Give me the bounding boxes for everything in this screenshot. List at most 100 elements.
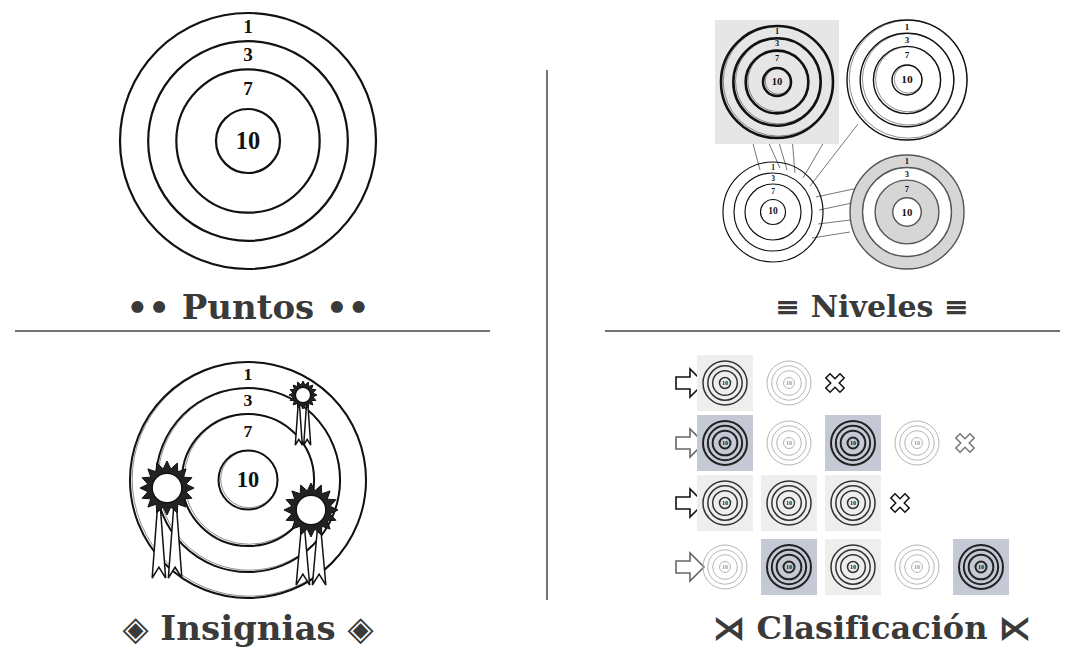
target-score: 3 (905, 35, 910, 44)
target-ring (900, 550, 934, 584)
target-ring (713, 555, 738, 580)
target-background (825, 415, 881, 471)
target-ring (841, 431, 866, 456)
sketch-ring (876, 47, 941, 112)
target-rings (697, 415, 753, 471)
target-background (697, 415, 753, 471)
sketch-ring (132, 362, 366, 596)
target-ring (772, 550, 806, 584)
target-rings (761, 475, 817, 531)
cross-symbol (886, 489, 914, 517)
divider-line (15, 330, 490, 332)
target-ring (848, 562, 859, 573)
sketch-ring (736, 39, 821, 124)
target-ring (841, 555, 866, 580)
target-ring (176, 69, 319, 212)
target-score: 7 (243, 79, 253, 98)
target-rings (767, 421, 811, 465)
target-ring (895, 421, 939, 465)
target-background (953, 539, 1009, 595)
target-rings (825, 475, 881, 531)
target-ring (720, 562, 731, 573)
badge-rosette (140, 461, 194, 578)
target-ring (767, 421, 811, 465)
target-rings (697, 475, 753, 531)
target-ring (900, 426, 934, 460)
target-ring (772, 426, 806, 460)
target-rings (850, 155, 964, 269)
target-score: 10 (772, 77, 783, 88)
target-ring (895, 545, 939, 589)
target-score: 3 (243, 46, 253, 65)
target-score: 10 (978, 564, 984, 570)
target-ring (720, 498, 731, 509)
target-ring (777, 371, 802, 396)
sketch-ring (723, 26, 833, 136)
target-ring (873, 46, 940, 113)
target-ring (708, 550, 742, 584)
target-score: 10 (237, 469, 259, 491)
target-ring (836, 550, 870, 584)
target-ring (708, 366, 742, 400)
sketch-ring (894, 65, 922, 93)
target-score: 10 (786, 564, 792, 570)
target-background (825, 475, 881, 531)
cross-symbol (951, 429, 979, 457)
target-score: 10 (914, 564, 920, 570)
target-ring (713, 371, 738, 396)
target-rings (120, 13, 376, 269)
target-ring (733, 38, 820, 125)
badge-star (289, 381, 317, 409)
target-score: 10 (786, 440, 792, 446)
target-score: 10 (902, 207, 913, 218)
target-ring (784, 438, 795, 449)
target-background (715, 20, 839, 144)
target-ring (892, 65, 922, 95)
target-ring (708, 486, 742, 520)
target-ring (784, 498, 795, 509)
target-ring (746, 51, 809, 114)
target-score: 3 (905, 170, 909, 179)
target-ring (905, 555, 930, 580)
target-ring (130, 362, 366, 598)
target-score: 1 (905, 22, 910, 31)
target-score: 1 (905, 157, 909, 166)
target-ring (713, 431, 738, 456)
cross-symbol (821, 369, 849, 397)
target-ring (703, 481, 747, 525)
section-heading: ⋊ Clasificación ⋉ (713, 612, 1030, 644)
target-ring (969, 555, 994, 580)
target-rings (825, 539, 881, 595)
target-rings (847, 20, 967, 140)
target-ring (772, 486, 806, 520)
target-rings (767, 361, 811, 405)
target-ring (721, 26, 833, 138)
target-background (697, 355, 753, 411)
target-score: 7 (905, 184, 909, 193)
target-ring (959, 545, 1003, 589)
target-ring (847, 20, 967, 140)
sketch-ring (849, 20, 967, 138)
badge-center (152, 473, 182, 503)
divider-line (605, 330, 1060, 332)
arrow-symbol (676, 553, 704, 581)
target-score: 10 (722, 380, 728, 386)
target-ring (745, 184, 801, 240)
target-rings (723, 162, 823, 262)
target-ring (893, 198, 922, 227)
target-score: 10 (768, 207, 778, 217)
target-score: 10 (236, 129, 260, 153)
target-ring (850, 155, 964, 269)
target-ring (784, 378, 795, 389)
target-score: 3 (771, 175, 775, 183)
cross-outline (951, 429, 979, 457)
target-ring (713, 491, 738, 516)
target-score: 7 (244, 423, 253, 441)
target-score: 10 (786, 500, 792, 506)
sketch-ring (221, 451, 278, 508)
leader-line (819, 203, 852, 210)
target-ring (836, 426, 870, 460)
target-background (761, 475, 817, 531)
